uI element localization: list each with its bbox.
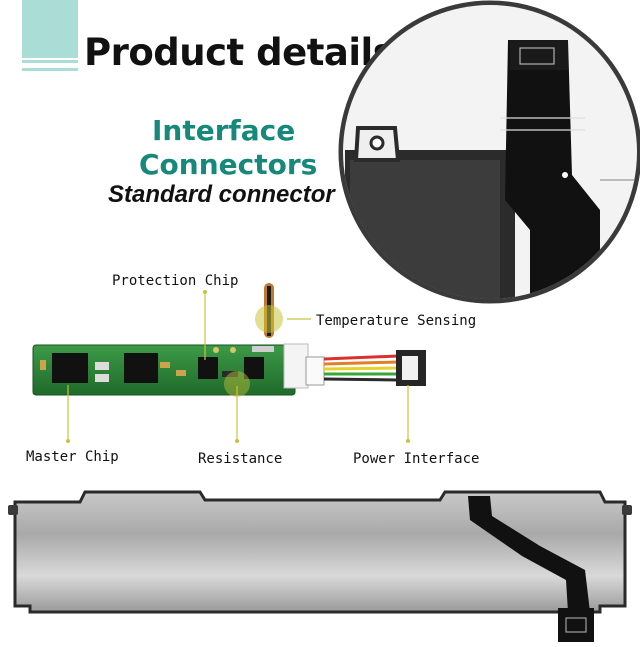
battery-pack xyxy=(8,490,632,642)
subtitle-interface: Interface xyxy=(152,114,296,147)
subtitle-standard-connector: Standard connector xyxy=(108,181,335,208)
label-power-interface: Power Interface xyxy=(353,451,480,467)
header-accent-line xyxy=(22,68,78,71)
power-wires xyxy=(305,350,426,386)
header-accent-block xyxy=(22,0,78,58)
protection-board xyxy=(32,343,309,396)
callout-markers xyxy=(66,290,410,443)
header-accent-line xyxy=(22,60,78,63)
label-protection-chip: Protection Chip xyxy=(112,273,239,289)
label-temperature-sensing: Temperature Sensing xyxy=(316,313,477,329)
connector-closeup-circle xyxy=(338,0,640,304)
label-resistance: Resistance xyxy=(198,451,283,467)
page-title: Product details xyxy=(84,31,395,74)
callout-lines xyxy=(67,290,409,440)
subtitle-connectors: Connectors xyxy=(139,148,318,181)
label-master-chip: Master Chip xyxy=(26,449,119,465)
